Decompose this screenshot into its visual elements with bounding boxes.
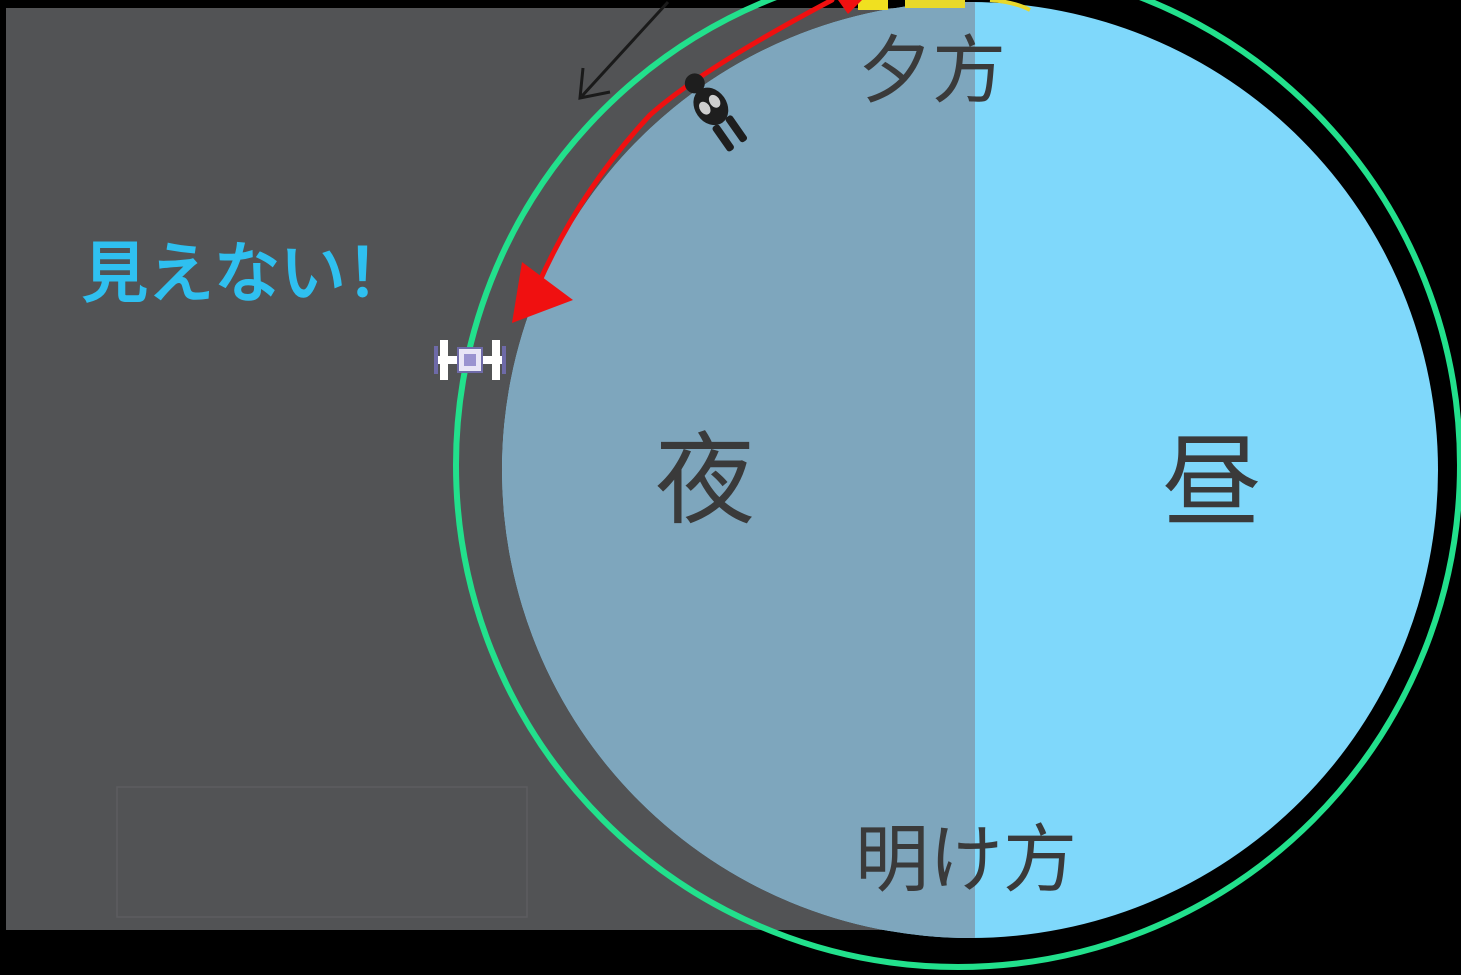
label-dawn: 明け方 (855, 817, 1077, 903)
orbit-ring (453, 0, 1461, 970)
label-not-visible: 見えない！ (82, 235, 412, 312)
label-night: 夜 (655, 422, 755, 539)
shadow-inner-frame (116, 786, 528, 918)
space-station-icon (434, 340, 506, 380)
orbit-direction-arrow (578, 0, 670, 100)
sun-fragment (858, 0, 1031, 12)
label-evening: 夕方 (858, 28, 1006, 114)
iss-path-arrow (512, 0, 862, 323)
label-day: 昼 (1162, 424, 1262, 541)
person-icon (684, 73, 748, 152)
